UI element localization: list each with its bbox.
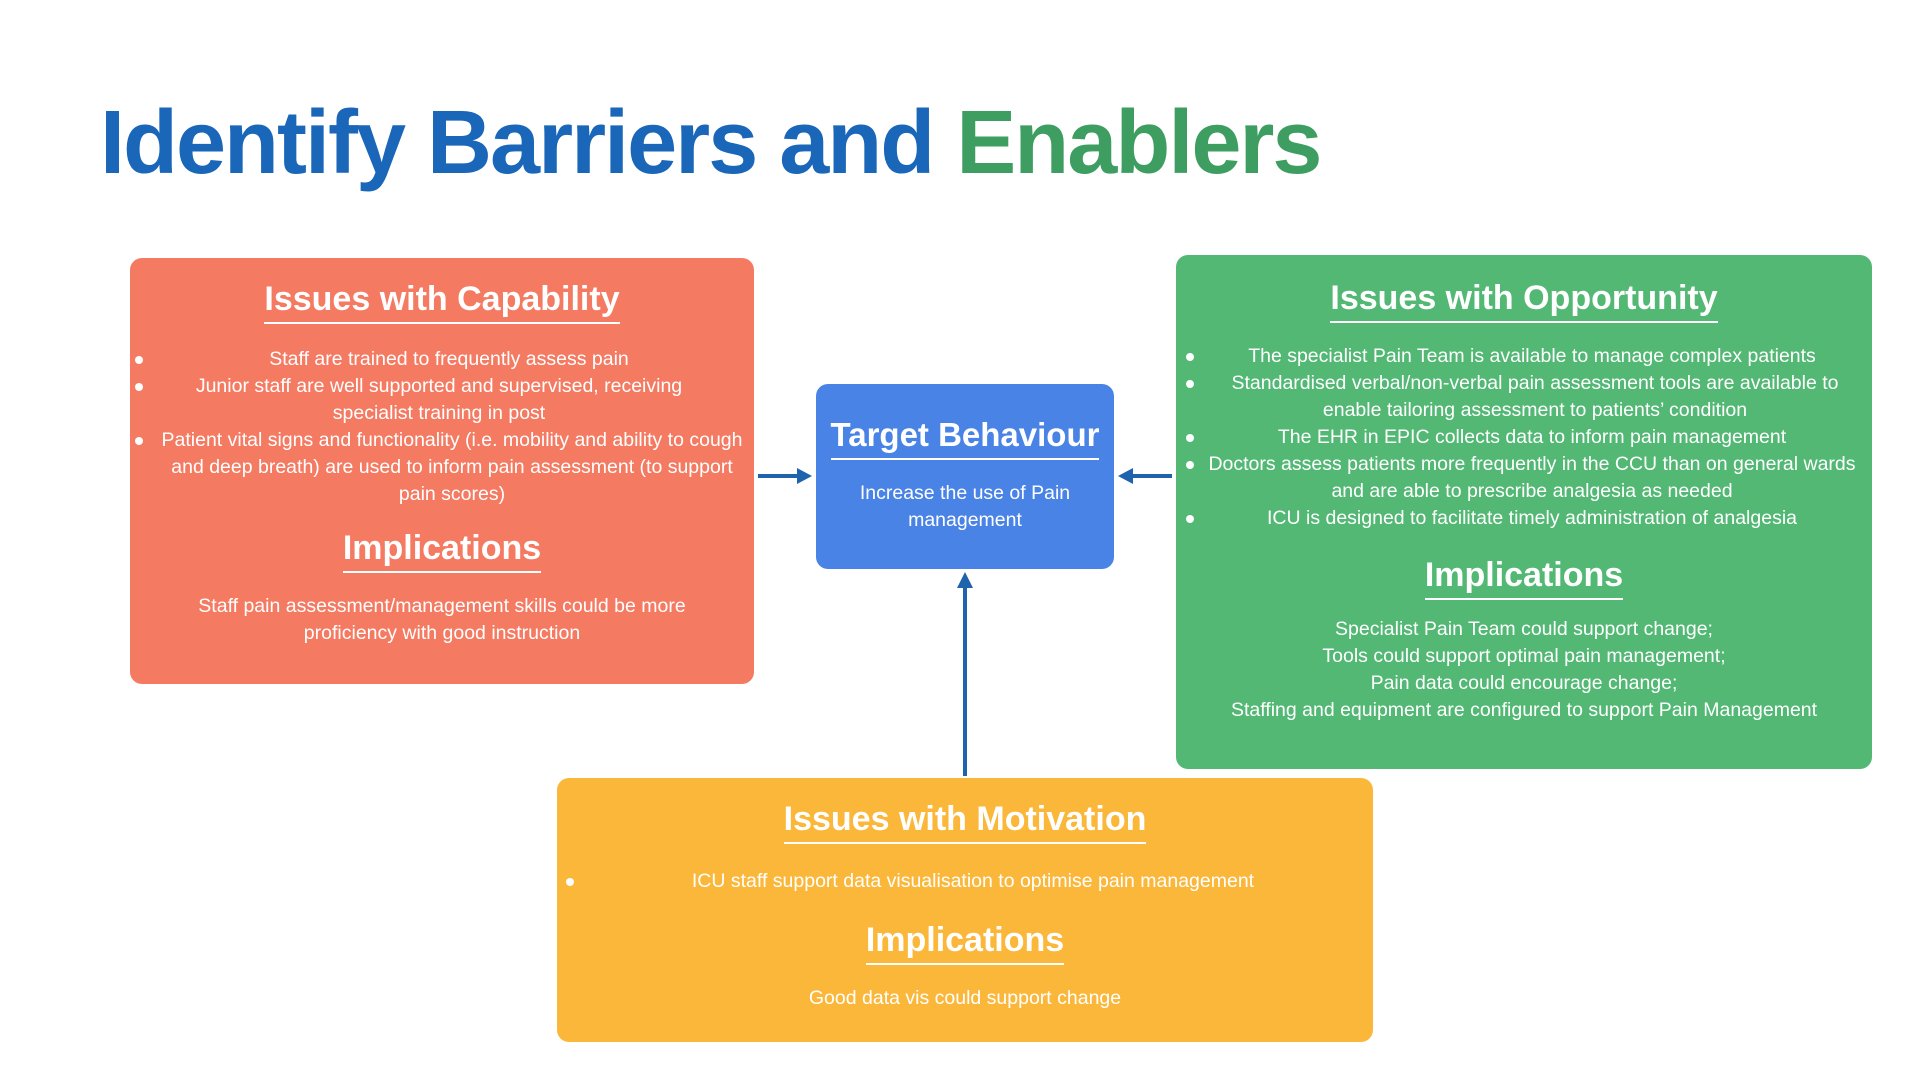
implication-line: proficiency with good instruction: [303, 622, 581, 644]
list-item: Standardised verbal/non-verbal pain asse…: [1182, 370, 1866, 424]
bullet-dot: [1186, 461, 1194, 469]
opportunity-bullet-list: The specialist Pain Team is available to…: [1182, 343, 1866, 532]
motivation-heading: Issues with Motivation: [783, 798, 1147, 844]
bullet-dot: [135, 437, 143, 445]
bullet-dot: [135, 356, 143, 364]
target-behaviour-box: Target Behaviour Increase the use of Pai…: [816, 384, 1114, 569]
list-item: The EHR in EPIC collects data to inform …: [1182, 424, 1866, 451]
bullet-dot: [1186, 353, 1194, 361]
list-item: The specialist Pain Team is available to…: [1182, 343, 1866, 370]
implication-line: Pain data could encourage change;: [1370, 672, 1678, 694]
implication-line: Staffing and equipment are configured to…: [1230, 699, 1818, 721]
implication-line: Tools could support optimal pain managem…: [1322, 645, 1726, 667]
target-heading: Target Behaviour: [830, 414, 1100, 460]
list-item: ICU is designed to facilitate timely adm…: [1182, 505, 1866, 532]
implication-line: Good data vis could support change: [808, 987, 1122, 1009]
bullet-dot: [135, 383, 143, 391]
bullet-dot: [1186, 434, 1194, 442]
opportunity-implications-heading: Implications: [1424, 554, 1624, 600]
capability-implications-text: Staff pain assessment/management skills …: [130, 593, 754, 647]
list-item: Junior staff are well supported and supe…: [135, 373, 748, 427]
opportunity-to-target-arrow: [1118, 468, 1172, 484]
bullet-dot: [566, 878, 574, 886]
capability-implications-heading: Implications: [342, 527, 542, 573]
motivation-bullet-list: ICU staff support data visualisation to …: [563, 868, 1367, 895]
implication-line: Staff pain assessment/management skills …: [198, 595, 686, 617]
opportunity-implications-text: Specialist Pain Team could support chang…: [1176, 616, 1872, 724]
page-title: Identify Barriers and Enablers: [100, 92, 1322, 195]
list-item: Patient vital signs and functionality (i…: [135, 427, 748, 508]
list-item: ICU staff support data visualisation to …: [563, 868, 1367, 895]
capability-heading: Issues with Capability: [264, 278, 620, 324]
opportunity-box: Issues with Opportunity The specialist P…: [1176, 255, 1872, 769]
capability-bullet-list: Staff are trained to frequently assess p…: [135, 346, 748, 508]
bullet-dot: [1186, 515, 1194, 523]
opportunity-heading: Issues with Opportunity: [1330, 277, 1718, 323]
bullet-dot: [1186, 380, 1194, 388]
target-text: Increase the use of Pain management: [859, 482, 1071, 531]
implication-line: Specialist Pain Team could support chang…: [1335, 618, 1713, 640]
motivation-to-target-arrow: [957, 572, 973, 776]
motivation-box: Issues with Motivation ICU staff support…: [557, 778, 1373, 1042]
title-part-enablers: Enablers: [956, 93, 1322, 193]
capability-to-target-arrow: [758, 468, 812, 484]
capability-box: Issues with Capability Staff are trained…: [130, 258, 754, 684]
list-item: Staff are trained to frequently assess p…: [135, 346, 748, 373]
list-item: Doctors assess patients more frequently …: [1182, 451, 1866, 505]
title-part-barriers: Identify Barriers and: [100, 93, 935, 193]
motivation-implications-heading: Implications: [865, 919, 1065, 965]
motivation-implications-text: Good data vis could support change: [557, 985, 1373, 1012]
